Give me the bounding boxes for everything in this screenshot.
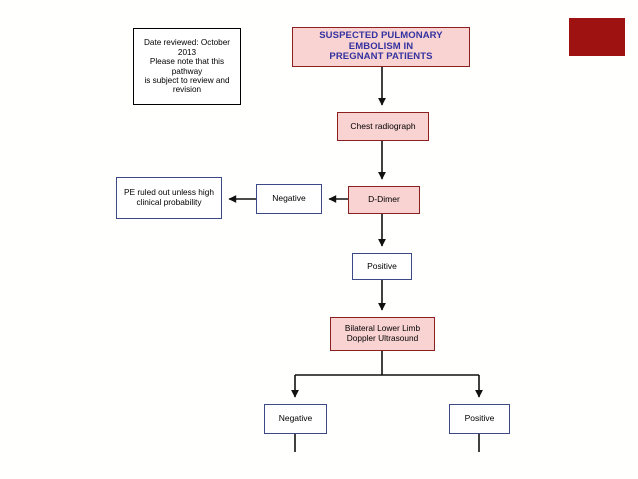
node-d-dimer-label: D-Dimer: [368, 194, 400, 205]
node-chest-radiograph-label: Chest radiograph: [350, 120, 416, 131]
node-pe-ruled-out: PE ruled out unless high clinical probab…: [116, 177, 222, 219]
pathway-title-box: SUSPECTED PULMONARY EMBOLISM IN PREGNANT…: [292, 27, 470, 67]
node-negative-doppler-label: Negative: [278, 413, 313, 424]
node-d-dimer: D-Dimer: [348, 186, 420, 214]
node-chest-radiograph: Chest radiograph: [337, 112, 429, 141]
review-date-note-text: Date reviewed: October 2013 Please note …: [143, 38, 230, 95]
node-doppler-ultrasound-label: Bilateral Lower Limb Doppler Ultrasound: [344, 323, 421, 343]
node-negative-doppler: Negative: [264, 404, 327, 434]
review-date-note: Date reviewed: October 2013 Please note …: [133, 28, 241, 105]
node-negative-d-dimer: Negative: [256, 184, 322, 214]
node-positive-doppler-label: Positive: [464, 413, 495, 424]
node-pe-ruled-out-label: PE ruled out unless high clinical probab…: [124, 187, 214, 207]
red-decoration-block: [569, 18, 625, 56]
pathway-title-text: SUSPECTED PULMONARY EMBOLISM IN PREGNANT…: [319, 29, 443, 63]
node-doppler-ultrasound: Bilateral Lower Limb Doppler Ultrasound: [330, 317, 435, 351]
node-positive-doppler: Positive: [449, 404, 510, 434]
node-negative-d-dimer-label: Negative: [272, 193, 306, 204]
node-positive-d-dimer-label: Positive: [367, 260, 397, 271]
node-positive-d-dimer: Positive: [352, 253, 412, 280]
